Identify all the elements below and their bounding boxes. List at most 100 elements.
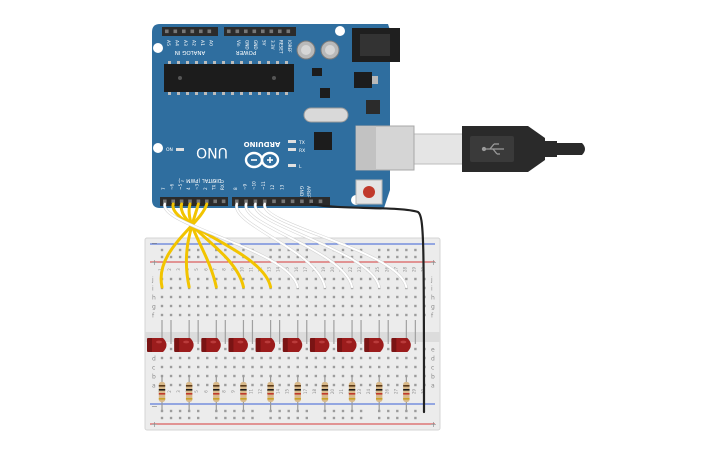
breadboard-hole <box>323 304 327 308</box>
rail-hole <box>233 255 236 259</box>
rail-hole <box>251 255 254 259</box>
resistor-band <box>240 398 247 400</box>
breadboard-hole <box>414 304 417 308</box>
resistor-band <box>294 389 301 391</box>
breadboard-hole <box>314 383 318 387</box>
breadboard-hole <box>378 295 381 299</box>
breadboard-hole <box>296 304 299 308</box>
white-wire <box>254 203 381 288</box>
breadboard-hole <box>305 277 308 281</box>
column-number: 15 <box>285 389 290 395</box>
resistor-band <box>185 389 193 391</box>
breadboard-hole <box>269 304 272 308</box>
rail-hole <box>269 409 272 413</box>
chip-pin <box>285 61 288 64</box>
breadboard-hole <box>305 286 308 290</box>
breadboard-hole <box>278 277 281 281</box>
rail-hole <box>269 416 272 420</box>
breadboard-hole <box>278 347 281 351</box>
column-number: 29 <box>411 267 416 273</box>
breadboard-hole <box>405 365 408 369</box>
capacitor-right-top <box>325 45 335 55</box>
breadboard-hole <box>396 365 399 369</box>
breadboard-hole <box>332 286 336 290</box>
breadboard-hole <box>368 286 372 290</box>
chip-pin <box>213 92 216 95</box>
row-label: e <box>431 347 435 354</box>
resistor-band <box>240 393 247 395</box>
breadboard-hole <box>224 313 227 317</box>
breadboard-hole <box>242 313 245 317</box>
rail-hole <box>396 255 399 259</box>
l-label: L <box>299 164 302 170</box>
rail-hole <box>359 416 363 420</box>
rail-hole <box>187 255 191 259</box>
column-number: 28 <box>402 267 407 273</box>
rail-hole <box>405 248 408 252</box>
breadboard-hole <box>242 365 245 369</box>
header-pin <box>318 199 323 204</box>
resistor-body <box>267 382 274 402</box>
row-label: h <box>152 295 156 302</box>
tx-label: TX <box>298 140 305 146</box>
chip-pin <box>168 61 171 64</box>
breadboard-hole <box>305 374 308 378</box>
breadboard-hole <box>396 295 399 299</box>
icsp-header <box>366 100 380 114</box>
breadboard-hole <box>414 374 417 378</box>
breadboard-hole <box>278 356 281 360</box>
power-pin-label: IOREF <box>287 40 292 53</box>
analog-pin-label: A5 <box>165 40 171 46</box>
rail-hole <box>296 255 299 259</box>
rail-hole <box>350 255 354 259</box>
chip-pin <box>177 61 180 64</box>
row-label: b <box>431 374 435 381</box>
breadboard-hole <box>178 277 182 281</box>
column-number: 19 <box>321 267 326 273</box>
resistor-band <box>403 389 410 391</box>
mounting-hole <box>335 26 345 36</box>
breadboard-hole <box>414 286 417 290</box>
row-label: h <box>431 295 435 302</box>
rail-hole <box>359 248 363 252</box>
breadboard-hole <box>178 304 182 308</box>
header-pin <box>196 199 201 204</box>
digital-header-low <box>160 197 228 206</box>
breadboard-hole <box>378 365 381 369</box>
usb-cable-end <box>557 143 571 155</box>
rail-hole <box>323 416 327 420</box>
header-pin <box>190 29 195 34</box>
breadboard-hole <box>341 374 345 378</box>
analog-pin-label: A3 <box>182 40 188 46</box>
breadboard-hole <box>296 313 299 317</box>
breadboard-hole <box>224 365 227 369</box>
row-label: c <box>431 365 434 372</box>
breadboard-hole <box>197 383 200 387</box>
rail-hole <box>197 409 200 413</box>
header-pin <box>290 199 295 204</box>
breadboard-hole <box>387 365 390 369</box>
breadboard-hole <box>260 313 263 317</box>
breadboard-hole <box>224 356 227 360</box>
digital-pin-label: 4 <box>186 187 191 190</box>
resistor-band <box>213 398 220 400</box>
rail-hole <box>178 255 182 259</box>
rail-hole <box>187 416 191 420</box>
rail-hole <box>323 409 327 413</box>
breadboard-hole <box>378 277 381 281</box>
small-ic <box>320 88 330 98</box>
breadboard-hole <box>378 313 381 317</box>
resistor-band <box>321 393 329 395</box>
chip-pins <box>168 61 288 95</box>
breadboard-hole <box>323 295 327 299</box>
analog-header <box>162 27 218 36</box>
reset-button[interactable] <box>363 186 375 198</box>
rail-hole <box>396 416 399 420</box>
breadboard-hole <box>287 304 290 308</box>
resistor <box>158 376 166 410</box>
breadboard-hole <box>305 347 308 351</box>
header-pin <box>286 29 291 34</box>
usb-chip <box>314 132 332 150</box>
chip-pin <box>231 61 234 64</box>
rail-plus-label-bottom-left: + <box>151 420 158 429</box>
